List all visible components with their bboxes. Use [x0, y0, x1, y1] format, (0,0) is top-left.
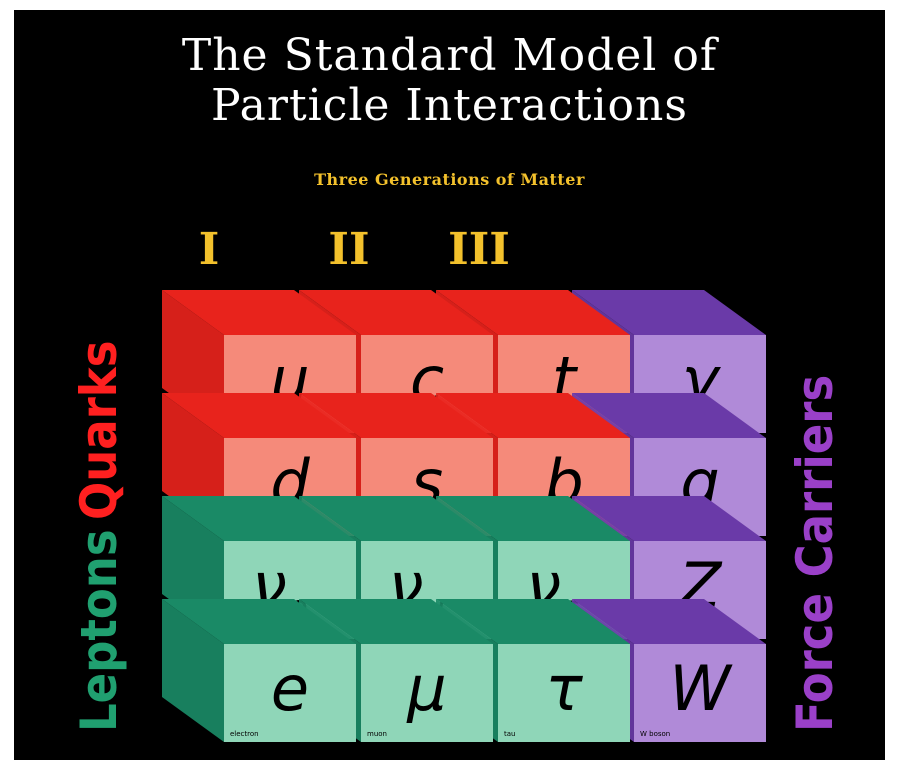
block-side-face [162, 599, 224, 742]
block-front-face [361, 644, 493, 742]
diagram-canvas: The Standard Model of Particle Interacti… [14, 10, 885, 760]
particle-block-electron: e electron [162, 599, 356, 742]
particle-name: muon [367, 730, 387, 738]
block-top-face [436, 393, 630, 438]
block-top-face [572, 496, 766, 541]
block-top-face [572, 290, 766, 335]
block-front-face [498, 644, 630, 742]
particle-symbol: τ [545, 652, 583, 725]
block-top-face [162, 496, 356, 541]
generation-label-2: II [328, 224, 370, 275]
particle-name: W boson [640, 730, 670, 738]
block-top-face [299, 599, 493, 644]
particle-symbol: μ [406, 652, 446, 725]
particle-symbol: e [271, 652, 309, 725]
block-top-face [162, 290, 356, 335]
block-top-face [436, 599, 630, 644]
particle-symbol: W [669, 652, 733, 725]
block-top-face [162, 599, 356, 644]
block-front-face [634, 644, 766, 742]
leptons-label: Leptons [70, 529, 128, 732]
particle-name: tau [504, 730, 515, 738]
block-top-face [572, 599, 766, 644]
block-top-face [436, 290, 630, 335]
force-carriers-label: Force Carriers [786, 374, 844, 732]
generation-label-1: I [198, 224, 220, 275]
block-front-face [224, 644, 356, 742]
block-top-face [299, 290, 493, 335]
particle-grid: γphotonttopccharmuupggluonbbottomsstrang… [162, 290, 766, 742]
block-top-face [299, 496, 493, 541]
generation-label-3: III [448, 224, 510, 275]
particle-name: electron [230, 730, 259, 738]
quarks-label: Quarks [70, 340, 128, 521]
block-top-face [572, 393, 766, 438]
block-top-face [162, 393, 356, 438]
block-top-face [436, 496, 630, 541]
title-line-2: Particle Interactions [211, 80, 688, 131]
block-top-face [299, 393, 493, 438]
subtitle: Three Generations of Matter [314, 170, 585, 189]
title-line-1: The Standard Model of [181, 30, 718, 81]
